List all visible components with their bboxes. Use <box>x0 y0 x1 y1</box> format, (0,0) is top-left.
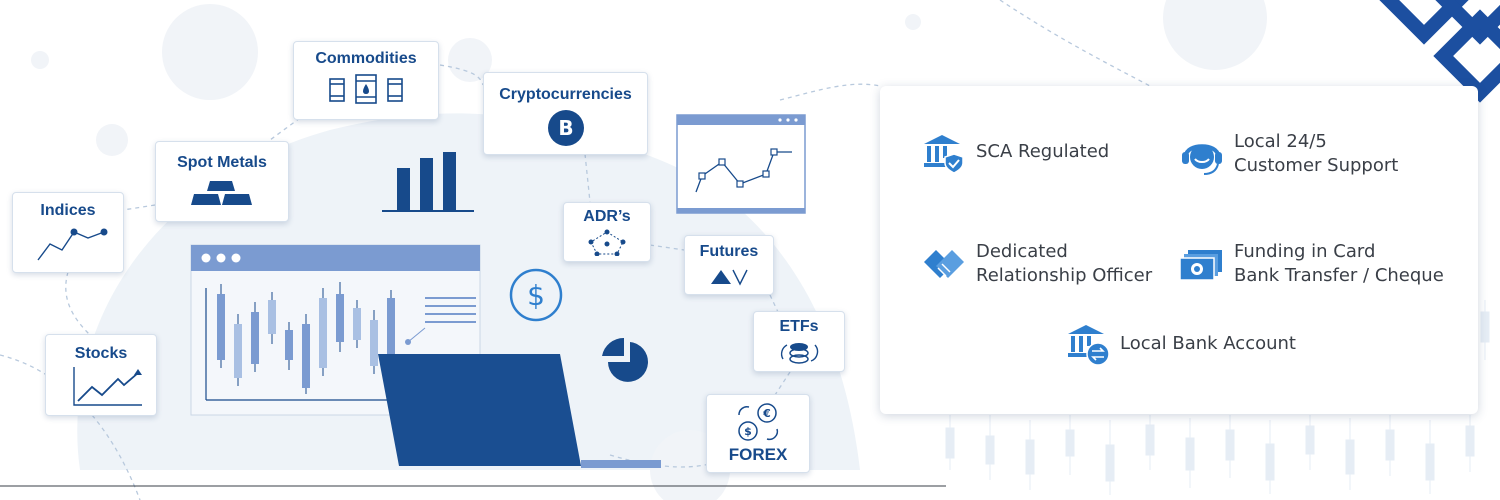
tile-stocks-label: Stocks <box>74 345 128 362</box>
gold-bars-icon <box>191 181 252 205</box>
dollar-coin-icon: $ <box>509 268 563 322</box>
tile-futures-label: Futures <box>699 243 759 260</box>
tile-spot-metals[interactable]: Spot Metals <box>155 141 289 222</box>
svg-text:B: B <box>558 116 573 140</box>
headset-agent-icon <box>1182 144 1222 175</box>
brand-logo-icon <box>1377 0 1500 103</box>
tile-spot-metals-label: Spot Metals <box>177 154 267 171</box>
svg-text:€: € <box>762 407 771 420</box>
feature-support-line-2: Customer Support <box>1234 155 1399 176</box>
feature-bank-line-1: Local Bank Account <box>1120 333 1296 354</box>
svg-text:$: $ <box>744 425 752 438</box>
feature-funding-line-2: Bank Transfer / Cheque <box>1234 265 1444 286</box>
line-trend-icon <box>37 228 108 261</box>
bitcoin-icon: B <box>547 110 584 146</box>
tile-cryptocurrencies-label: Cryptocurrencies <box>499 86 632 103</box>
tile-commodities[interactable]: Commodities <box>293 41 439 120</box>
bar-chart-icon <box>382 152 474 212</box>
tile-commodities-label: Commodities <box>315 50 417 67</box>
feature-local-bank-account: Local Bank Account <box>1066 322 1296 366</box>
stocks-growth-icon <box>73 367 142 406</box>
line-chart-window <box>676 114 806 214</box>
feature-officer-text: Dedicated Relationship Officer <box>976 240 1152 288</box>
feature-sca-line-1: SCA Regulated <box>976 141 1110 162</box>
feature-funding: Funding in Card Bank Transfer / Cheque <box>1180 240 1444 288</box>
feature-support-line-1: Local 24/5 <box>1234 131 1327 152</box>
feature-officer-line-2: Relationship Officer <box>976 265 1153 286</box>
features-panel: SCA Regulated Local 24/5 Customer Suppor… <box>880 86 1478 414</box>
tile-cryptocurrencies[interactable]: Cryptocurrencies B <box>483 72 648 155</box>
feature-support-text: Local 24/5 Customer Support <box>1234 130 1398 178</box>
bank-shield-icon <box>924 135 964 174</box>
coin-stack-icon <box>780 343 819 364</box>
feature-bank-text: Local Bank Account <box>1120 332 1296 356</box>
feature-relationship-officer: Dedicated Relationship Officer <box>922 240 1152 288</box>
handshake-icon <box>924 250 964 278</box>
tile-forex[interactable]: € $ FOREX <box>706 394 810 473</box>
cash-stack-icon <box>1180 250 1222 281</box>
tile-adrs[interactable]: ADR’s <box>563 202 651 262</box>
tile-stocks[interactable]: Stocks <box>45 334 157 416</box>
feature-sca-text: SCA Regulated <box>976 140 1109 164</box>
feature-funding-text: Funding in Card Bank Transfer / Cheque <box>1234 240 1444 288</box>
currency-exchange-icon: € $ <box>738 403 779 441</box>
tile-etfs-label: ETFs <box>779 318 819 335</box>
svg-text:$: $ <box>527 279 545 312</box>
tile-indices[interactable]: Indices <box>12 192 124 273</box>
laptop-illustration <box>378 354 661 468</box>
tile-futures[interactable]: Futures <box>684 235 774 295</box>
feature-sca-regulated: SCA Regulated <box>922 130 1109 174</box>
feature-officer-line-1: Dedicated <box>976 241 1068 262</box>
tile-forex-label: FOREX <box>728 445 788 464</box>
up-down-arrows-icon <box>711 269 748 286</box>
feature-customer-support: Local 24/5 Customer Support <box>1180 130 1398 178</box>
tile-adrs-label: ADR’s <box>583 208 631 225</box>
pie-chart-icon <box>602 337 648 382</box>
tile-etfs[interactable]: ETFs <box>753 311 845 372</box>
feature-funding-line-1: Funding in Card <box>1234 241 1376 262</box>
tile-indices-label: Indices <box>40 202 96 219</box>
bank-exchange-icon <box>1068 325 1110 366</box>
oil-barrel-icon <box>329 74 403 104</box>
network-nodes-icon <box>588 229 626 256</box>
